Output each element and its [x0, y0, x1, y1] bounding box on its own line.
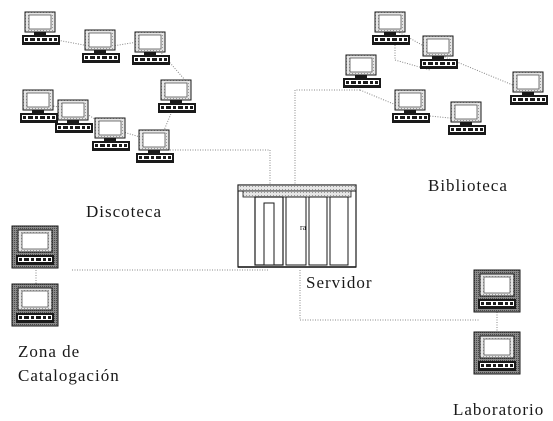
zona-label-line1: Zona de	[18, 342, 81, 361]
computer-icon	[135, 129, 175, 164]
biblioteca-computers	[342, 11, 549, 136]
discoteca-computers	[19, 11, 197, 164]
computer-icon	[419, 35, 459, 70]
computer-icon	[81, 29, 121, 64]
computer-icon	[131, 31, 171, 66]
biblioteca-label: Biblioteca	[428, 176, 508, 195]
computer-icon	[19, 89, 59, 124]
computer-icon	[473, 269, 521, 313]
computer-icon	[157, 79, 197, 114]
server-icon: ra	[237, 184, 357, 268]
laboratorio-label: Laboratorio	[453, 400, 545, 419]
zona-computers	[11, 225, 59, 327]
computer-icon	[371, 11, 411, 46]
computer-icon	[342, 54, 382, 89]
computer-icon	[11, 283, 59, 327]
computer-icon	[447, 101, 487, 136]
computer-icon	[391, 89, 431, 124]
server-unit-label: ra	[300, 223, 307, 232]
discoteca-label: Discoteca	[86, 202, 163, 221]
computer-icon	[91, 117, 131, 152]
computer-icon	[21, 11, 61, 46]
zona-label-line2: Catalogación	[18, 366, 120, 385]
computer-icon	[473, 331, 521, 375]
computer-icon	[54, 99, 94, 134]
computer-icon	[11, 225, 59, 269]
computer-icon	[509, 71, 549, 106]
servidor-label: Servidor	[306, 273, 373, 292]
